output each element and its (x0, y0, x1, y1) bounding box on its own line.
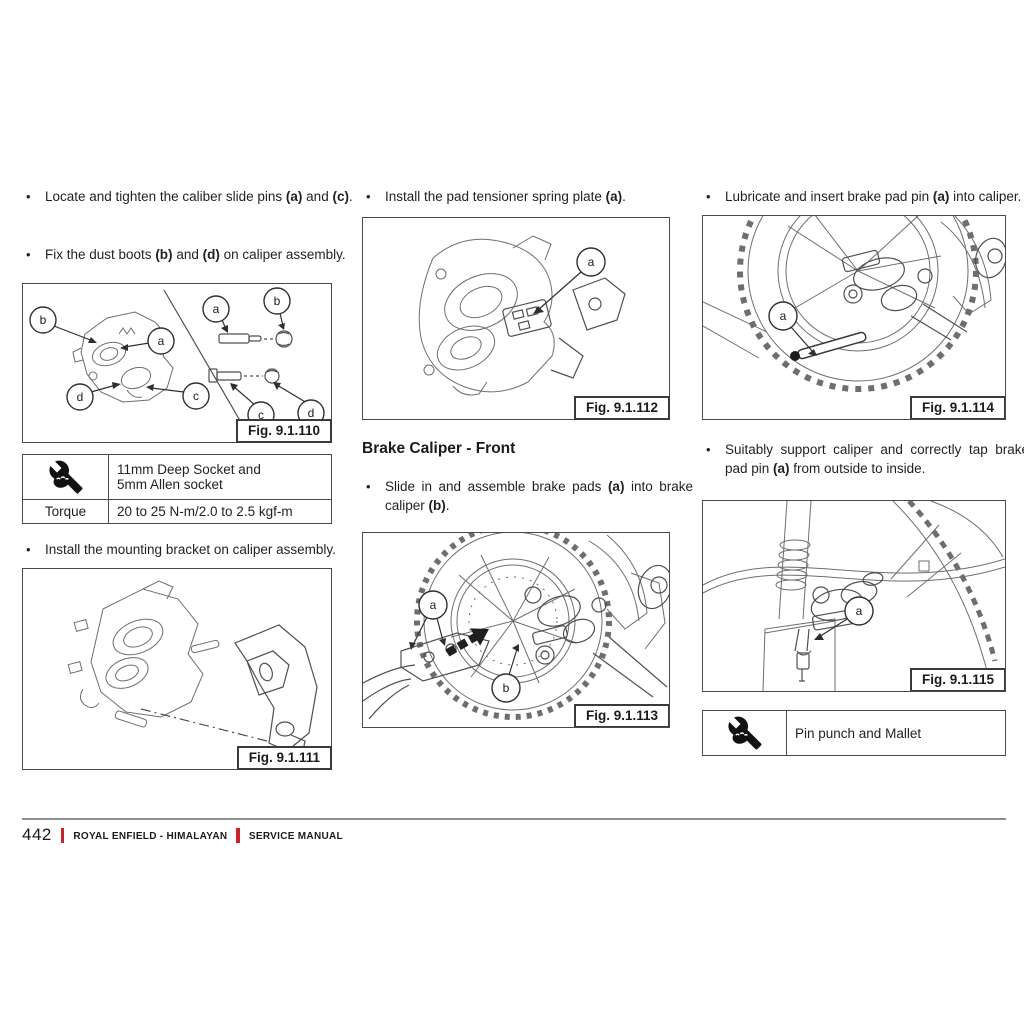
tool-torque-table: 11mm Deep Socket and 5mm Allen socket To… (22, 454, 332, 524)
callout-d: d (66, 382, 121, 411)
svg-text:a: a (213, 302, 220, 316)
step-locate-slide-pins: Locate and tighten the caliber slide pin… (22, 187, 355, 206)
callout-b: b (29, 306, 97, 343)
brake-pad-pin-insert-illustration: a (703, 216, 1005, 392)
page-footer: 442 ROYAL ENFIELD - HIMALAYAN SERVICE MA… (22, 825, 343, 845)
svg-text:b: b (503, 681, 510, 695)
callout-c: c (146, 382, 210, 410)
step-tap-pad-pin: Suitably support caliper and correctly t… (702, 440, 1024, 478)
figure-caption: Fig. 9.1.112 (573, 396, 670, 420)
footer-manual-title: SERVICE MANUAL (248, 830, 343, 842)
svg-text:b: b (274, 294, 281, 308)
svg-text:a: a (856, 604, 863, 618)
step-install-mounting-bracket: Install the mounting bracket on caliper … (22, 540, 355, 559)
figure-9-1-110: b a d c a b c (22, 283, 332, 443)
callout-a2: a (202, 295, 230, 333)
step-lubricate-pad-pin: Lubricate and insert brake pad pin (a) i… (702, 187, 1024, 206)
tool-icon-cell (703, 711, 786, 755)
tool-spec: 11mm Deep Socket and 5mm Allen socket (108, 455, 331, 499)
figure-9-1-113: a b Fig. 9.1.113 (362, 532, 670, 728)
footer-red-bar (236, 827, 240, 843)
callout-b2: b (263, 287, 291, 330)
caliper-slide-pins-illustration: b a d c a b c (29, 287, 325, 437)
svg-text:d: d (308, 406, 315, 420)
callout-a: a (409, 590, 448, 650)
tool-line-1: 11mm Deep Socket and (117, 462, 261, 477)
caliper-support-tap-illustration: a (703, 501, 1005, 691)
brake-pad-pin (790, 331, 867, 361)
svg-text:c: c (193, 389, 199, 403)
svg-text:a: a (588, 255, 595, 269)
figure-9-1-115: a Fig. 9.1.115 (702, 500, 1006, 692)
footer-brand: ROYAL ENFIELD - HIMALAYAN (73, 830, 228, 842)
footer-rule (22, 818, 1006, 820)
figure-9-1-114: a Fig. 9.1.114 (702, 215, 1006, 420)
svg-text:b: b (40, 313, 47, 327)
tool-icon-cell (23, 455, 108, 499)
front-wheel-brake-pads-illustration: a b (363, 533, 669, 720)
svg-text:c: c (258, 408, 264, 422)
tool-box: Pin punch and Mallet (702, 710, 1006, 756)
svg-text:a: a (158, 334, 165, 348)
figure-caption: Fig. 9.1.110 (235, 419, 332, 443)
callout-a: a (533, 247, 606, 314)
step-fix-dust-boots: Fix the dust boots (b) and (d) on calipe… (22, 245, 355, 264)
step-install-tensioner-plate: Install the pad tensioner spring plate (… (362, 187, 693, 206)
torque-value: 20 to 25 N-m/2.0 to 2.5 kgf-m (108, 499, 331, 523)
footer-red-bar (60, 827, 65, 843)
figure-caption: Fig. 9.1.115 (909, 668, 1005, 691)
figure-caption: Fig. 9.1.113 (573, 704, 669, 727)
tool-text: Pin punch and Mallet (786, 711, 1005, 755)
mounting-bracket-illustration (67, 580, 318, 752)
section-heading-brake-caliper-front: Brake Caliper - Front (362, 440, 516, 457)
torque-label: Torque (23, 499, 108, 523)
figure-caption: Fig. 9.1.114 (909, 396, 1005, 419)
figure-9-1-112: a Fig. 9.1.112 (362, 217, 670, 420)
page-number: 442 (22, 825, 52, 844)
tool-line-2: 5mm Allen socket (117, 477, 223, 492)
callout-a: a (814, 596, 874, 640)
callout-a: a (768, 301, 817, 356)
callout-b: b (491, 644, 521, 703)
svg-text:a: a (430, 598, 437, 612)
svg-text:a: a (780, 309, 787, 323)
figure-9-1-111: Fig. 9.1.111 (22, 568, 332, 770)
figure-caption: Fig. 9.1.111 (236, 746, 332, 770)
wrench-hand-icon (44, 459, 88, 495)
svg-text:d: d (77, 390, 84, 404)
callout-a: a (120, 327, 175, 355)
pad-tensioner-plate-illustration: a (418, 235, 626, 396)
step-slide-brake-pads: Slide in and assemble brake pads (a) int… (362, 477, 693, 515)
slide-direction-arrows (445, 628, 489, 657)
wrench-hand-icon (723, 715, 767, 751)
